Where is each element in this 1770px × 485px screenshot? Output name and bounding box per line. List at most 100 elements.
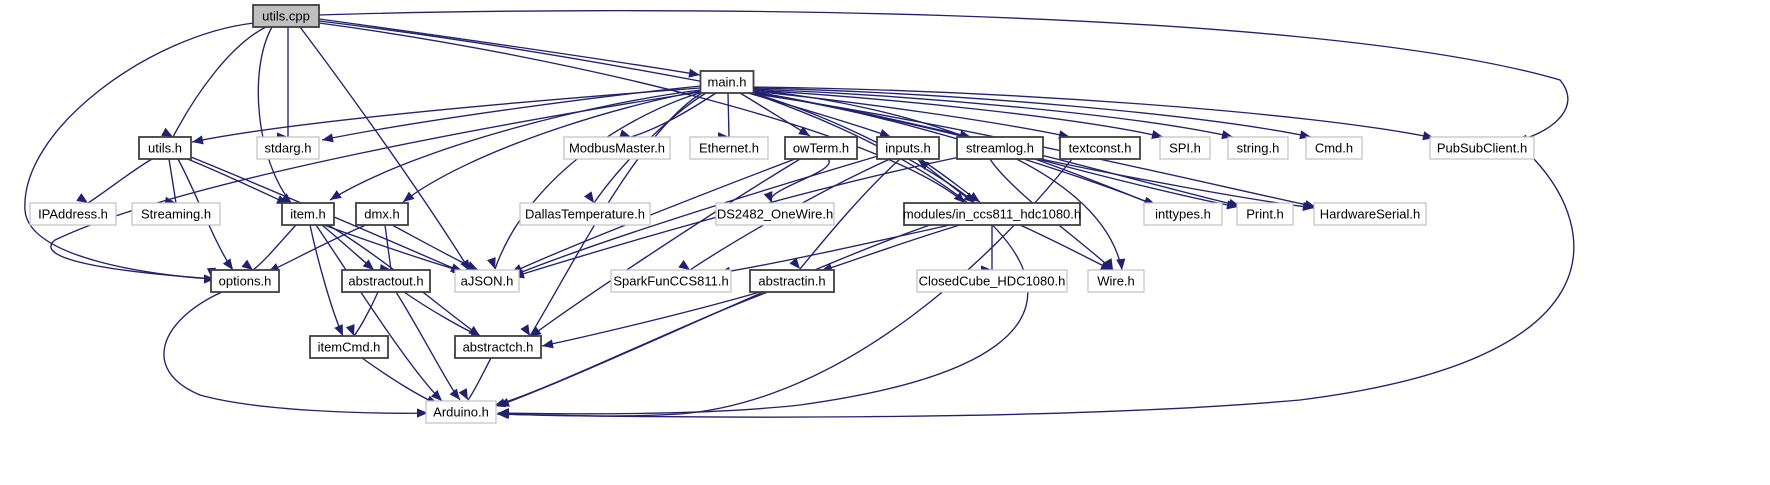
edge-main_h-to-streamlog_h (750, 91, 972, 140)
node-streamlog_h[interactable]: streamlog.h (956, 136, 1044, 160)
node-box[interactable] (1143, 202, 1223, 226)
node-label: modules/in_ccs811_hdc1080.h (903, 206, 1081, 221)
node-ipaddress_h[interactable]: IPAddress.h (29, 202, 117, 226)
node-box[interactable] (355, 202, 409, 226)
nodes-layer: utils.cpp main.h utils.h stdarg.h ModbusMast… (29, 4, 1535, 424)
node-main_h[interactable]: main.h (699, 70, 755, 94)
node-box[interactable] (454, 335, 542, 359)
node-box[interactable] (903, 202, 1081, 226)
node-owterm_h[interactable]: owTerm.h (784, 136, 858, 160)
arrowhead-icon (334, 324, 343, 336)
node-label: main.h (707, 74, 746, 89)
node-ethernet_h[interactable]: Ethernet.h (689, 136, 769, 160)
node-box[interactable] (281, 202, 335, 226)
node-arduino_h[interactable]: Arduino.h (425, 400, 497, 424)
node-label: Arduino.h (433, 404, 489, 419)
node-label: streamlog.h (966, 140, 1034, 155)
node-box[interactable] (454, 269, 520, 293)
node-box[interactable] (610, 269, 732, 293)
edge-main_h-to-options_h (50, 91, 701, 284)
node-box[interactable] (1227, 136, 1289, 160)
node-wire_h[interactable]: Wire.h (1087, 269, 1145, 293)
arrowhead-icon (362, 259, 374, 270)
node-hwserial_h[interactable]: HardwareSerial.h (1313, 202, 1427, 226)
node-box[interactable] (956, 136, 1044, 160)
node-box[interactable] (689, 136, 769, 160)
node-box[interactable] (131, 202, 221, 226)
node-box[interactable] (699, 70, 755, 94)
node-box[interactable] (715, 202, 835, 226)
node-box[interactable] (1087, 269, 1145, 293)
node-item_h[interactable]: item.h (281, 202, 335, 226)
arrowhead-icon (542, 339, 554, 349)
node-streaming_h[interactable]: Streaming.h (131, 202, 221, 226)
edge-options_h-to-arduino_h (163, 291, 429, 418)
node-sparkfun_h[interactable]: SparkFunCCS811.h (610, 269, 732, 293)
node-ajson_h[interactable]: aJSON.h (454, 269, 520, 293)
node-abstractout_h[interactable]: abstractout.h (341, 269, 431, 293)
node-box[interactable] (341, 269, 431, 293)
node-box[interactable] (138, 136, 192, 160)
node-utils_h[interactable]: utils.h (138, 136, 192, 160)
node-box[interactable] (425, 400, 497, 424)
arrowhead-icon (192, 135, 204, 145)
edge-utils_cpp-to-item_h (257, 26, 293, 205)
node-box[interactable] (1429, 136, 1535, 160)
node-spi_h[interactable]: SPI.h (1159, 136, 1211, 160)
node-abstractin_h[interactable]: abstractin.h (749, 269, 835, 293)
node-pubsub_h[interactable]: PubSubClient.h (1429, 136, 1535, 160)
node-box[interactable] (256, 136, 320, 160)
edge-utils_h-to-item_h (184, 157, 289, 205)
node-box[interactable] (1159, 136, 1211, 160)
node-box[interactable] (519, 202, 651, 226)
node-label: IPAddress.h (38, 206, 108, 221)
node-options_h[interactable]: options.h (210, 269, 280, 293)
node-box[interactable] (1305, 136, 1363, 160)
node-label: HardwareSerial.h (1320, 206, 1420, 221)
node-dallastemp_h[interactable]: DallasTemperature.h (519, 202, 651, 226)
node-label: inttypes.h (1155, 206, 1211, 221)
edge-main_h-to-ethernet_h (717, 92, 730, 142)
node-box[interactable] (252, 4, 320, 28)
node-label: aJSON.h (461, 273, 514, 288)
node-cmd_h[interactable]: Cmd.h (1305, 136, 1363, 160)
node-ccs811mod_h[interactable]: modules/in_ccs811_hdc1080.h (903, 202, 1081, 226)
node-closedcube_h[interactable]: ClosedCube_HDC1080.h (916, 269, 1068, 293)
node-box[interactable] (784, 136, 858, 160)
arrowhead-icon (530, 326, 542, 337)
edge-inputs_h-to-abstractin_h (789, 158, 901, 270)
node-ds2482_h[interactable]: DS2482_OneWire.h (715, 202, 835, 226)
arrowhead-icon (330, 190, 342, 200)
node-box[interactable] (1059, 136, 1141, 160)
node-inttypes_h[interactable]: inttypes.h (1143, 202, 1223, 226)
node-box[interactable] (563, 136, 671, 160)
node-box[interactable] (210, 269, 280, 293)
node-box[interactable] (1313, 202, 1427, 226)
arrowhead-icon (497, 409, 509, 419)
node-itemcmd_h[interactable]: itemCmd.h (309, 335, 389, 359)
node-inputs_h[interactable]: inputs.h (876, 136, 940, 160)
node-box[interactable] (1236, 202, 1294, 226)
node-string_h[interactable]: string.h (1227, 136, 1289, 160)
edge-item_h-to-itemcmd_h (309, 224, 344, 337)
node-box[interactable] (916, 269, 1068, 293)
arrowhead-icon (449, 388, 460, 400)
node-print_h[interactable]: Print.h (1236, 202, 1294, 226)
node-textconst_h[interactable]: textconst.h (1059, 136, 1141, 160)
node-box[interactable] (309, 335, 389, 359)
node-box[interactable] (749, 269, 835, 293)
node-box[interactable] (876, 136, 940, 160)
node-abstractch_h[interactable]: abstractch.h (454, 335, 542, 359)
edge-utils_cpp-to-ccs811mod_h (318, 22, 966, 204)
arrowhead-icon (403, 191, 415, 202)
node-stdarg_h[interactable]: stdarg.h (256, 136, 320, 160)
edge-item_h-to-abstractout_h (321, 224, 375, 271)
node-box[interactable] (29, 202, 117, 226)
edge-inputs_h-to-ccs811mod_h (919, 158, 981, 203)
node-dmx_h[interactable]: dmx.h (355, 202, 409, 226)
node-utils_cpp[interactable]: utils.cpp (252, 4, 320, 28)
arrowhead-icon (789, 257, 800, 269)
node-modbusmaster[interactable]: ModbusMaster.h (563, 136, 671, 160)
edge-main_h-to-string_h (752, 88, 1234, 140)
arrowhead-icon (619, 129, 631, 139)
